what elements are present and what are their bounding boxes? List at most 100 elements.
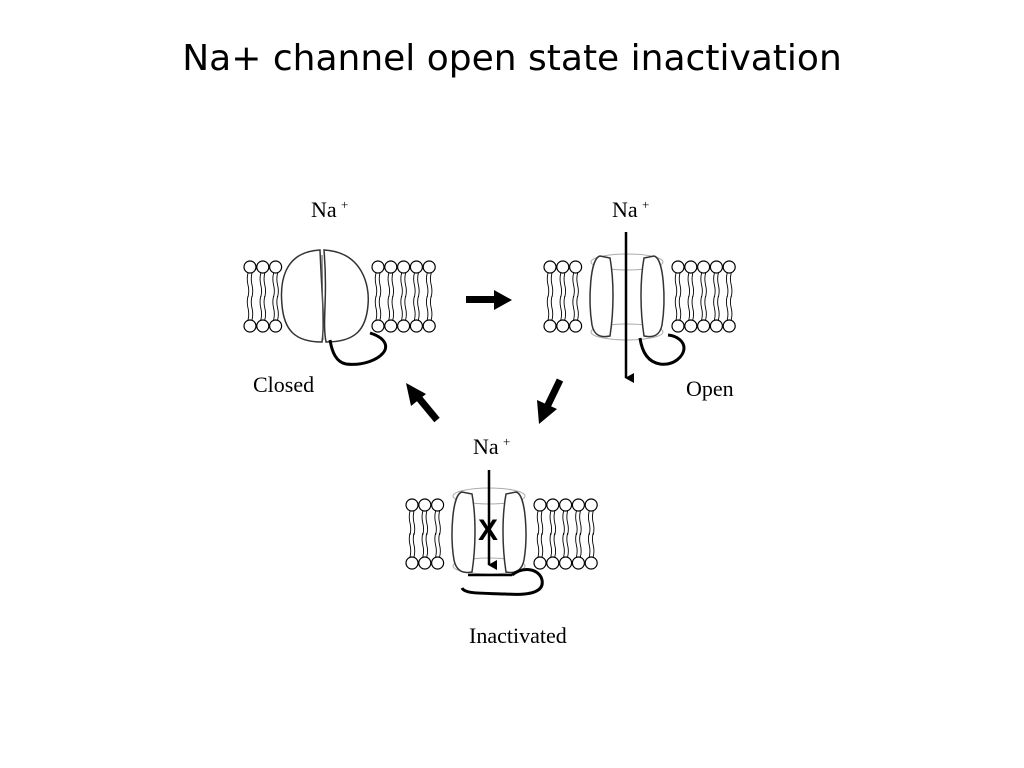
lipid-tail <box>730 295 733 321</box>
lipid-tail <box>700 272 703 298</box>
lipid-head <box>543 319 557 333</box>
membrane-open <box>543 260 736 333</box>
lipid-tail <box>246 272 250 298</box>
lipid-head <box>409 319 423 333</box>
lipid-tail <box>413 295 416 321</box>
lipid-tail <box>438 510 441 536</box>
lipid-tail <box>374 295 378 321</box>
lipid-tail <box>412 532 416 558</box>
lipid-tail <box>546 295 550 321</box>
lipid-tail <box>717 295 720 321</box>
lipid-tail <box>417 272 420 298</box>
lipid-tail <box>588 510 591 536</box>
inactivation-gate-loop <box>638 333 686 366</box>
state-label-open: Open <box>686 376 734 401</box>
lipid-tail <box>259 272 262 298</box>
lipid-head <box>556 319 570 333</box>
lipid-tail <box>691 272 694 298</box>
lipid-head <box>584 498 598 512</box>
membrane-inactivated <box>405 498 598 570</box>
arrow-inactivated-to-closed <box>406 383 440 423</box>
lipid-tail <box>726 272 729 298</box>
lipid-tail <box>426 295 429 321</box>
lipid-tail <box>400 295 403 321</box>
inactivation-gate-loop <box>460 568 544 596</box>
lipid-tail <box>387 272 390 298</box>
lipid-head <box>243 260 257 274</box>
lipid-tail <box>540 532 544 558</box>
lipid-tail <box>592 510 595 536</box>
lipid-head <box>371 260 385 274</box>
ion-label-open: Na + <box>612 197 649 222</box>
lipid-head <box>558 556 573 570</box>
lipid-head <box>568 260 583 274</box>
ion-charge: + <box>642 197 649 212</box>
state-label-inactivated: Inactivated <box>469 623 567 648</box>
lipid-tail <box>562 532 565 558</box>
lipid-head <box>571 556 586 570</box>
channel-subunit-right <box>640 255 665 338</box>
lipid-tail <box>691 295 694 321</box>
lipid-tail <box>579 532 582 558</box>
lipid-head <box>546 556 560 570</box>
channel-subunit-left <box>280 249 325 343</box>
lipid-tail <box>276 272 279 298</box>
lipid-head <box>371 319 385 333</box>
lipid-tail <box>413 272 416 298</box>
lipid-tail <box>588 532 591 558</box>
lipid-tail <box>566 532 569 558</box>
arrow-closed-to-open <box>466 290 512 310</box>
lipid-tail <box>575 510 578 536</box>
lipid-head <box>418 498 432 512</box>
lipid-tail <box>559 272 562 298</box>
lipid-head <box>397 260 411 274</box>
ion-charge: + <box>341 197 348 212</box>
lipid-tail <box>579 510 582 536</box>
lipid-head <box>269 260 283 274</box>
lipid-tail <box>272 272 275 298</box>
lipid-head <box>384 319 398 333</box>
lipid-tail <box>246 295 250 321</box>
lipid-tail <box>553 510 556 536</box>
lipid-head <box>384 260 398 274</box>
ion-symbol: Na <box>612 197 638 222</box>
lipid-tail <box>421 510 424 536</box>
lipid-tail <box>536 532 540 558</box>
lipid-head <box>533 498 547 512</box>
lipid-tail <box>572 272 575 298</box>
lipid-tail <box>421 532 424 558</box>
ion-symbol: Na <box>311 197 337 222</box>
ion-charge: + <box>503 434 510 449</box>
lipid-head <box>533 556 547 570</box>
lipid-head <box>696 319 711 333</box>
lipid-head <box>584 556 598 570</box>
lipid-head <box>556 260 570 274</box>
lipid-head <box>397 319 411 333</box>
lipid-tail <box>549 532 552 558</box>
lipid-tail <box>550 272 554 298</box>
lipid-tail <box>259 295 262 321</box>
lipid-tail <box>576 272 579 298</box>
lipid-tail <box>425 532 428 558</box>
lipid-tail <box>730 272 733 298</box>
lipid-tail <box>550 295 554 321</box>
lipid-head <box>405 498 419 512</box>
lipid-tail <box>540 510 544 536</box>
lipid-tail <box>562 510 565 536</box>
lipid-tail <box>272 295 275 321</box>
lipid-tail <box>678 295 682 321</box>
lipid-tail <box>378 295 382 321</box>
page-title: Na+ channel open state inactivation <box>182 38 842 79</box>
lipid-head <box>709 260 724 274</box>
lipid-head <box>243 319 257 333</box>
channel-subunit-left <box>451 491 476 574</box>
lipid-tail <box>263 272 266 298</box>
lipid-tail <box>387 295 390 321</box>
lipid-tail <box>572 295 575 321</box>
lipid-head <box>409 260 423 274</box>
lipid-head <box>696 260 711 274</box>
lipid-tail <box>391 272 394 298</box>
lipid-head <box>568 319 583 333</box>
lipid-tail <box>553 532 556 558</box>
lipid-head <box>543 260 557 274</box>
